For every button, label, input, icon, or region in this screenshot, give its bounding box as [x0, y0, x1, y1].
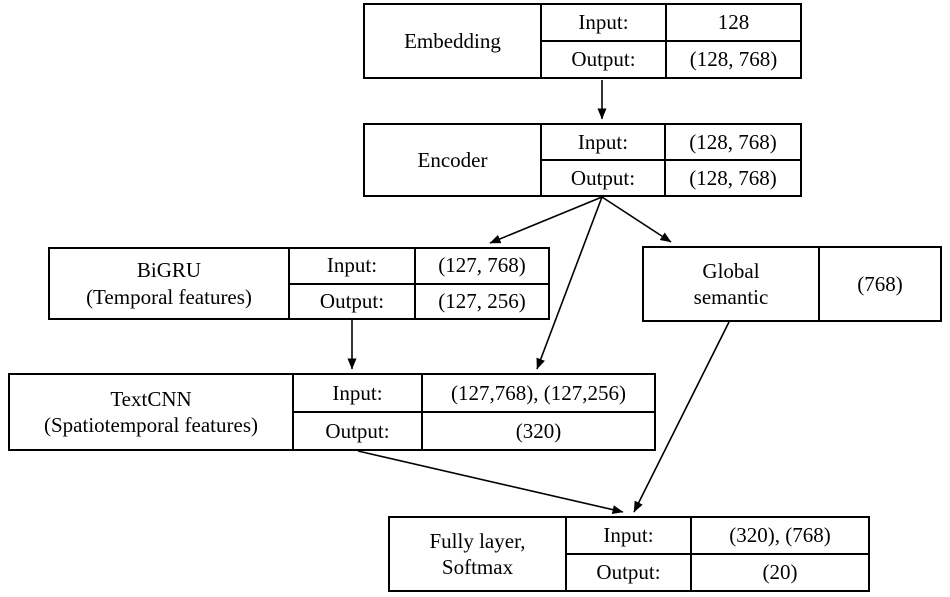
bigru-node: BiGRU (Temporal features) Input: (127, 7… — [48, 247, 550, 320]
fully-softmax-node: Fully layer, Softmax Input: (320), (768)… — [388, 516, 870, 592]
textcnn-output-label: Output: — [294, 413, 423, 449]
encoder-io-table: Input: (128, 768) Output: (128, 768) — [542, 125, 800, 195]
embedding-title: Embedding — [365, 5, 542, 77]
encoder-output-value: (128, 768) — [689, 165, 777, 190]
edge-textcnn-to-fully-softmax-arrow — [357, 450, 624, 515]
fully-softmax-output-label: Output: — [567, 555, 692, 590]
textcnn-node: TextCNN (Spatiotemporal features) Input:… — [8, 373, 656, 451]
encoder-title: Encoder — [365, 125, 542, 195]
encoder-node: Encoder Input: (128, 768) Output: (128, … — [363, 123, 802, 197]
encoder-output-row: Output: (128, 768) — [542, 161, 800, 195]
bigru-title: BiGRU (Temporal features) — [50, 249, 290, 318]
bigru-output-value: (127, 256) — [438, 288, 526, 313]
encoder-input-row: Input: (128, 768) — [542, 125, 800, 161]
bigru-output-label: Output: — [290, 284, 416, 318]
textcnn-title: TextCNN (Spatiotemporal features) — [10, 375, 294, 449]
bigru-output-row: Output: (127, 256) — [290, 284, 548, 318]
bigru-io-table: Input: (127, 768) Output: (127, 256) — [290, 249, 548, 318]
edge-encoder-to-bigru-arrow — [489, 196, 603, 244]
fully-softmax-output-row: Output: (20) — [567, 555, 868, 590]
textcnn-io-table: Input: (127,768), (127,256) Output: (320… — [294, 375, 654, 449]
encoder-input-value: (128, 768) — [689, 129, 777, 154]
embedding-output-value: (128, 768) — [689, 47, 778, 71]
edge-encoder-to-global-semantic-arrow — [601, 196, 672, 243]
global-semantic-value: (768) — [857, 271, 903, 296]
fully-softmax-output-value: (20) — [762, 560, 798, 584]
global-semantic-title: Global semantic — [644, 248, 820, 320]
embedding-input-row: Input: 128 — [542, 5, 800, 42]
fully-softmax-input-label: Input: — [567, 518, 692, 553]
embedding-input-label: Input: — [542, 5, 667, 40]
embedding-output-label: Output: — [542, 42, 667, 77]
embedding-io-table: Input: 128 Output: (128, 768) — [542, 5, 800, 77]
encoder-input-label: Input: — [542, 125, 666, 159]
textcnn-input-label: Input: — [294, 375, 423, 411]
fully-softmax-input-row: Input: (320), (768) — [567, 518, 868, 555]
embedding-input-value: 128 — [717, 10, 750, 34]
embedding-output-row: Output: (128, 768) — [542, 42, 800, 77]
embedding-node: Embedding Input: 128 Output: (128, 768) — [363, 3, 802, 79]
fully-softmax-input-value: (320), (768) — [729, 523, 831, 547]
textcnn-input-row: Input: (127,768), (127,256) — [294, 375, 654, 413]
bigru-input-label: Input: — [290, 249, 416, 283]
textcnn-input-value: (127,768), (127,256) — [451, 380, 626, 405]
bigru-input-value: (127, 768) — [438, 253, 526, 278]
bigru-input-row: Input: (127, 768) — [290, 249, 548, 285]
fully-softmax-title: Fully layer, Softmax — [390, 518, 567, 590]
textcnn-output-row: Output: (320) — [294, 413, 654, 449]
fully-softmax-io-table: Input: (320), (768) Output: (20) — [567, 518, 868, 590]
global-semantic-node: Global semantic (768) — [642, 246, 942, 322]
encoder-output-label: Output: — [542, 161, 666, 195]
textcnn-output-value: (320) — [515, 418, 562, 443]
